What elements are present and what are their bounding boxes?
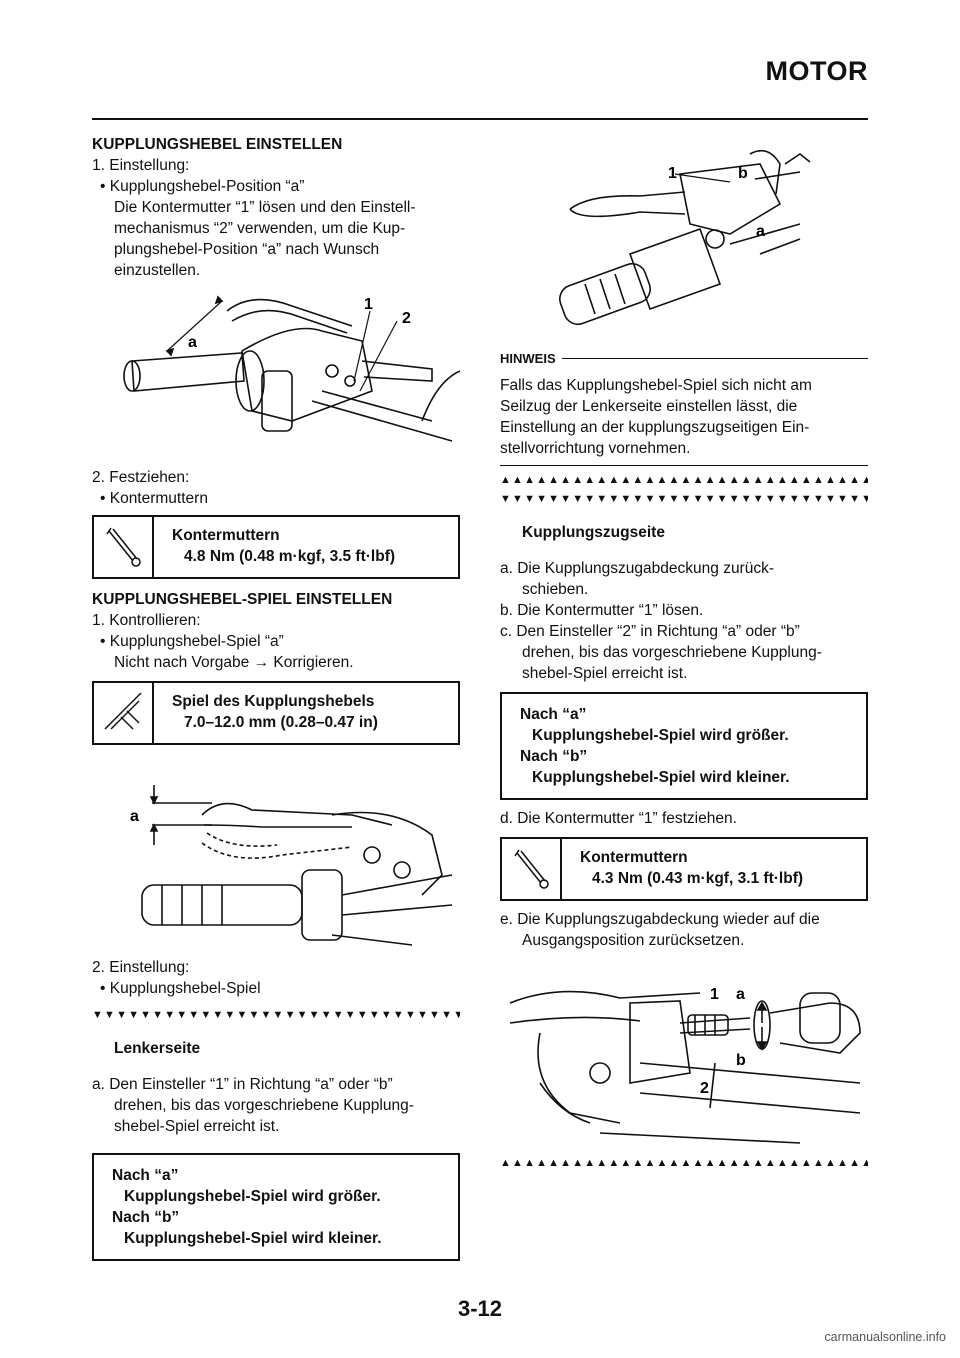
- note-text-line: Einstellung an der kupplungszugseitigen …: [500, 419, 810, 436]
- step-e-line: e. Die Kupplungszugabdeckung wieder auf …: [500, 911, 820, 928]
- bullet-lever-position: • Kupplungshebel-Position “a”: [100, 178, 305, 195]
- bullet-lever-play: • Kupplungshebel-Spiel “a”: [100, 633, 284, 650]
- watermark-text: carmanualsonline.info: [824, 1330, 946, 1344]
- section-title-lever-play: KUPPLUNGSHEBEL-SPIEL EINSTELLEN: [92, 591, 393, 608]
- direction-b-effect: Kupplungshebel-Spiel wird kleiner.: [532, 769, 790, 786]
- note-heading: HINWEIS: [500, 348, 868, 369]
- spec-value: 4.3 Nm (0.43 m·kgf, 3.1 ft·lbf): [592, 870, 804, 887]
- instruction-line: plungshebel-Position “a” nach Wunsch: [114, 241, 380, 258]
- step-a-line: schieben.: [522, 581, 589, 598]
- spec-value: 4.8 Nm (0.48 m·kgf, 3.5 ft·lbf): [184, 548, 396, 565]
- start-marker-triangles: ▼▼▼▼▼▼▼▼▼▼▼▼▼▼▼▼▼▼▼▼▼▼▼▼▼▼▼▼▼▼▼▼▼: [500, 493, 868, 505]
- direction-a-label: Nach “a”: [112, 1167, 179, 1184]
- torque-wrench-icon: [94, 517, 154, 577]
- direction-b-label: Nach “b”: [112, 1209, 180, 1226]
- fig1-label-a: a: [188, 334, 197, 351]
- note-rule: [561, 358, 868, 359]
- step-2-label: 2. Festziehen:: [92, 469, 190, 486]
- caliper-icon: [94, 683, 154, 743]
- step-1-label: 1. Kontrollieren:: [92, 612, 201, 629]
- end-marker-triangles: ▲▲▲▲▲▲▲▲▲▲▲▲▲▲▲▲▲▲▲▲▲▲▲▲▲▲▲▲▲▲▲▲▲: [500, 1157, 868, 1169]
- step-1-label: 1. Einstellung:: [92, 157, 190, 174]
- spec-name: Kontermuttern: [172, 527, 280, 544]
- fig2-label-a: a: [130, 808, 139, 825]
- step-c-line: shebel-Spiel erreicht ist.: [522, 665, 688, 682]
- step-a-line: drehen, bis das vorgeschriebene Kupplung…: [114, 1097, 414, 1114]
- figure-lever-position: a 1 2: [123, 295, 460, 442]
- spec-box-play: Spiel des Kupplungshebels 7.0–12.0 mm (0…: [92, 681, 460, 745]
- direction-a-label: Nach “a”: [520, 706, 587, 723]
- step-b-line: b. Die Kontermutter “1” lösen.: [500, 602, 704, 619]
- fig4-label-1: 1: [710, 986, 719, 1003]
- subsection-cable-side: Kupplungszugseite: [522, 523, 665, 541]
- fig4-label-2: 2: [700, 1080, 709, 1097]
- subsection-handlebar-side: Lenkerseite: [114, 1039, 201, 1057]
- page-number: 3-12: [457, 1296, 503, 1321]
- spec-name: Spiel des Kupplungshebels: [172, 693, 375, 710]
- left-column: KUPPLUNGSHEBEL EINSTELLEN 1. Einstellung…: [92, 134, 460, 1261]
- step-c-line: c. Den Einsteller “2” in Richtung “a” od…: [500, 623, 800, 640]
- note-text-line: Seilzug der Lenkerseite einstellen lässt…: [500, 398, 798, 415]
- note-text-line: stellvorrichtung vornehmen.: [500, 440, 691, 457]
- step-a-line: a. Die Kupplungszugabdeckung zurück-: [500, 560, 775, 577]
- step-a-line: a. Den Einsteller “1” in Richtung “a” od…: [92, 1076, 393, 1093]
- header-rule: [92, 118, 868, 120]
- bullet-lever-play-adjust: • Kupplungshebel-Spiel: [100, 980, 261, 997]
- start-marker-triangles: ▼▼▼▼▼▼▼▼▼▼▼▼▼▼▼▼▼▼▼▼▼▼▼▼▼▼▼▼▼▼▼▼▼: [92, 1009, 460, 1021]
- fig4-label-b: b: [736, 1052, 746, 1069]
- note-text-line: Falls das Kupplungshebel-Spiel sich nich…: [500, 377, 812, 394]
- direction-a-effect: Kupplungshebel-Spiel wird größer.: [124, 1188, 381, 1205]
- direction-b-effect: Kupplungshebel-Spiel wird kleiner.: [124, 1230, 382, 1247]
- instruction-line: mechanismus “2” verwenden, um die Kup-: [114, 220, 406, 237]
- fig4-label-a: a: [736, 986, 745, 1003]
- figure-handlebar-adjuster: 1 b a: [559, 149, 811, 326]
- spec-name: Kontermuttern: [580, 849, 688, 866]
- direction-b-label: Nach “b”: [520, 748, 588, 765]
- spec-value: 7.0–12.0 mm (0.28–0.47 in): [184, 714, 378, 731]
- instruction-line: einzustellen.: [114, 262, 201, 279]
- step-2-label: 2. Einstellung:: [92, 959, 190, 976]
- note-end-rule: [500, 465, 868, 466]
- instruction-line: Die Kontermutter “1” lösen und den Einst…: [114, 199, 416, 216]
- out-of-spec-text: Nicht nach Vorgabe → Korrigieren.: [114, 654, 354, 671]
- step-e-line: Ausgangsposition zurücksetzen.: [522, 932, 745, 949]
- end-marker-triangles: ▲▲▲▲▲▲▲▲▲▲▲▲▲▲▲▲▲▲▲▲▲▲▲▲▲▲▲▲▲▲▲▲▲: [500, 474, 868, 486]
- step-d-line: d. Die Kontermutter “1” festziehen.: [500, 810, 737, 827]
- fig1-label-1: 1: [364, 296, 373, 313]
- page-header-title: MOTOR: [765, 56, 868, 86]
- fig3-label-b: b: [738, 165, 748, 182]
- figure-cable-adjuster: 1 a b 2: [509, 986, 861, 1144]
- step-a-line: shebel-Spiel erreicht ist.: [114, 1118, 280, 1135]
- note-label: HINWEIS: [500, 351, 556, 366]
- direction-note-box: Nach “a” Kupplungshebel-Spiel wird größe…: [500, 692, 868, 800]
- direction-a-effect: Kupplungshebel-Spiel wird größer.: [532, 727, 789, 744]
- step-c-line: drehen, bis das vorgeschriebene Kupplung…: [522, 644, 822, 661]
- spec-box-torque: Kontermuttern 4.8 Nm (0.48 m·kgf, 3.5 ft…: [92, 515, 460, 579]
- figure-lever-play: a: [130, 785, 453, 946]
- direction-note-box: Nach “a” Kupplungshebel-Spiel wird größe…: [92, 1153, 460, 1261]
- bullet-locknuts: • Kontermuttern: [100, 490, 208, 507]
- fig1-label-2: 2: [402, 310, 411, 327]
- section-title-lever-position: KUPPLUNGSHEBEL EINSTELLEN: [92, 136, 343, 153]
- fig3-label-a: a: [756, 223, 765, 240]
- torque-wrench-icon: [502, 839, 562, 899]
- fig3-label-1: 1: [668, 165, 677, 182]
- right-column: 1 b a HINWEIS Falls das Kupplungshebel-S…: [500, 134, 868, 1170]
- spec-box-torque: Kontermuttern 4.3 Nm (0.43 m·kgf, 3.1 ft…: [500, 837, 868, 901]
